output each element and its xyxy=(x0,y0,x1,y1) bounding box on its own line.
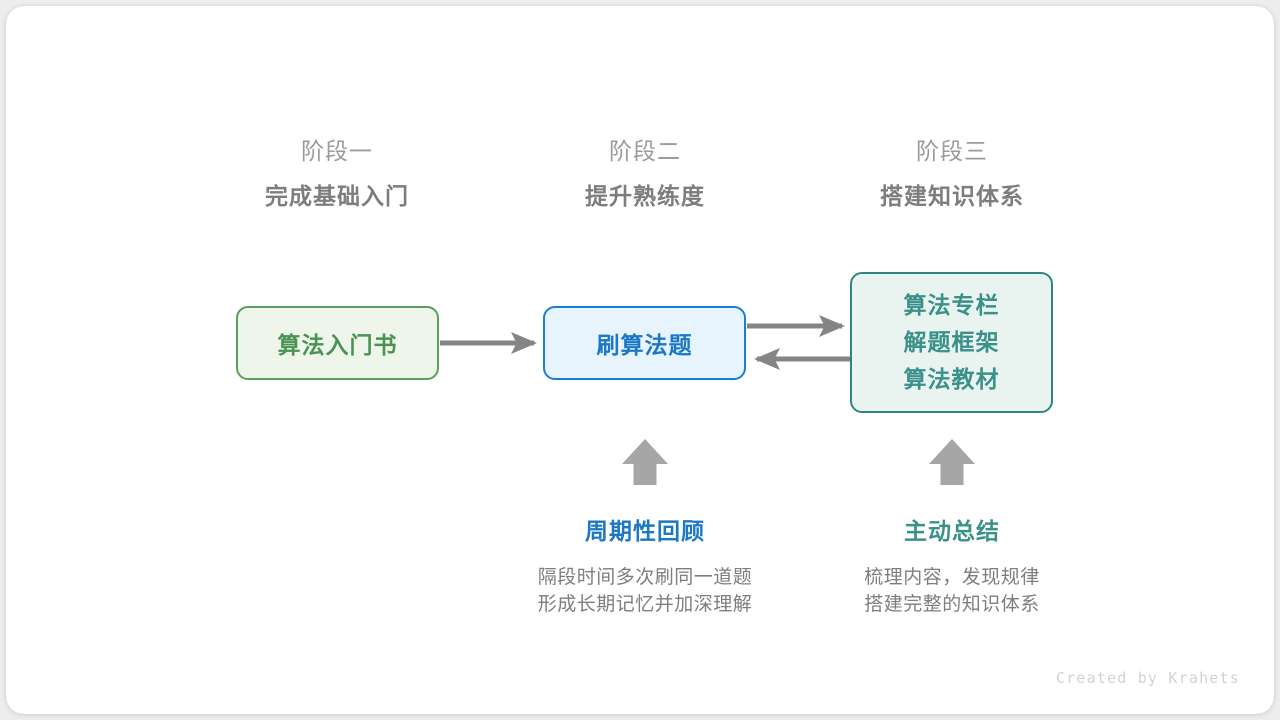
stage-label-2: 阶段二 xyxy=(609,138,681,164)
note-active-summary-title: 主动总结 xyxy=(904,518,1000,544)
stage-header-2: 阶段二 提升熟练度 xyxy=(515,136,775,212)
stage-title-2: 提升熟练度 xyxy=(585,183,705,209)
stage-header-3: 阶段三 搭建知识体系 xyxy=(822,136,1082,212)
node-practice-problems-label: 刷算法题 xyxy=(596,332,693,358)
note-active-summary-body-line-1: 梳理内容，发现规律 xyxy=(864,567,1040,588)
node-practice-problems[interactable]: 刷算法题 xyxy=(543,306,746,380)
stage-title-1: 完成基础入门 xyxy=(265,183,409,209)
stage-label-3: 阶段三 xyxy=(916,138,988,164)
watermark-credit: Created by Krahets xyxy=(1055,669,1240,687)
stage-label-1: 阶段一 xyxy=(301,138,373,164)
arrow-review-up xyxy=(622,439,668,485)
node-algorithm-book[interactable]: 算法入门书 xyxy=(236,306,439,380)
note-active-summary-body: 梳理内容，发现规律 搭建完整的知识体系 xyxy=(802,564,1102,618)
note-active-summary-body-line-2: 搭建完整的知识体系 xyxy=(864,594,1040,615)
diagram-card: 阶段一 完成基础入门 阶段二 提升熟练度 阶段三 搭建知识体系 xyxy=(6,6,1274,714)
note-periodic-review: 周期性回顾 隔段时间多次刷同一道题 形成长期记忆并加深理解 xyxy=(495,516,795,618)
note-periodic-review-title: 周期性回顾 xyxy=(585,518,705,544)
node-learning-resources-line-3: 算法教材 xyxy=(903,366,1000,392)
note-periodic-review-body: 隔段时间多次刷同一道题 形成长期记忆并加深理解 xyxy=(495,564,795,618)
node-algorithm-book-label: 算法入门书 xyxy=(277,332,398,358)
stage-title-3: 搭建知识体系 xyxy=(880,183,1024,209)
arrow-summary-up xyxy=(929,439,975,485)
stage-header-1: 阶段一 完成基础入门 xyxy=(207,136,467,212)
note-periodic-review-body-line-1: 隔段时间多次刷同一道题 xyxy=(537,567,753,588)
node-learning-resources[interactable]: 算法专栏 解题框架 算法教材 xyxy=(850,272,1053,413)
note-active-summary: 主动总结 梳理内容，发现规律 搭建完整的知识体系 xyxy=(802,516,1102,618)
node-learning-resources-line-2: 解题框架 xyxy=(903,329,1000,355)
note-periodic-review-body-line-2: 形成长期记忆并加深理解 xyxy=(537,594,753,615)
node-learning-resources-line-1: 算法专栏 xyxy=(903,292,1000,318)
